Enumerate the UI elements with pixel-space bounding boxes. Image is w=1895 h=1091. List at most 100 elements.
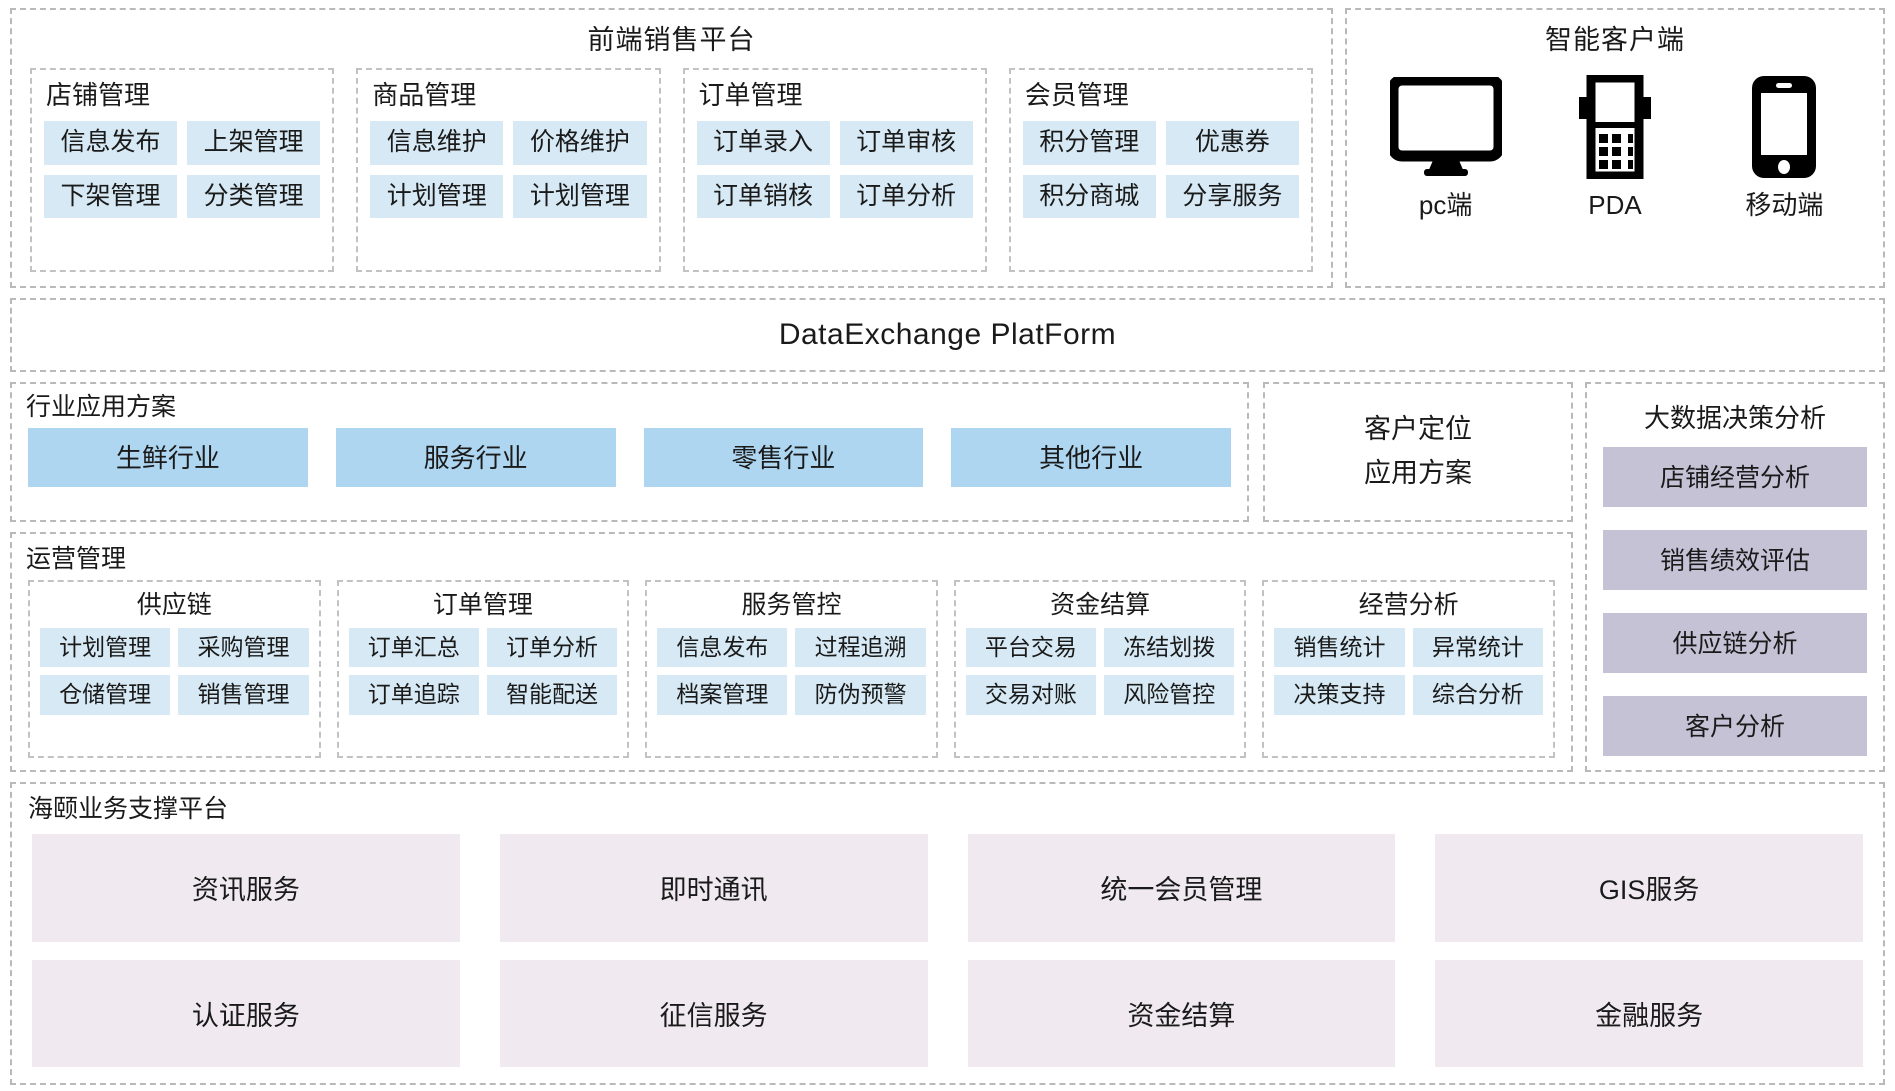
ops-group-supply-chain: 供应链 计划管理 采购管理 仓储管理 销售管理 (28, 580, 321, 758)
frontend-group-list: 店铺管理 信息发布 上架管理 下架管理 分类管理 商品管理 信息维护 价格维护 … (26, 67, 1317, 274)
group-items: 计划管理 采购管理 仓储管理 销售管理 (40, 628, 309, 715)
item-chip[interactable]: 信息发布 (44, 120, 178, 165)
item-chip[interactable]: 销售统计 (1274, 628, 1405, 668)
device-label: 移动端 (1745, 189, 1824, 220)
item-chip[interactable]: 订单录入 (696, 120, 830, 165)
customer-positioning-line-2: 应用方案 (1364, 458, 1472, 488)
item-chip[interactable]: 档案管理 (657, 675, 788, 715)
device-mobile[interactable]: 移动端 (1700, 72, 1869, 218)
group-title: 商品管理 (372, 79, 477, 110)
industry-chip[interactable]: 生鲜行业 (28, 428, 308, 487)
item-chip[interactable]: 积分管理 (1022, 120, 1156, 165)
operations-management-panel: 运营管理 供应链 计划管理 采购管理 仓储管理 销售管理 订单管理 (10, 532, 1573, 772)
item-chip[interactable]: 防伪预警 (795, 675, 926, 715)
group-items: 信息维护 价格维护 计划管理 计划管理 (370, 120, 647, 219)
customer-positioning-line-1: 客户定位 (1364, 414, 1472, 445)
big-data-chip[interactable]: 销售绩效评估 (1603, 530, 1867, 590)
device-pc[interactable]: pc端 (1361, 72, 1530, 218)
ops-group-business-analysis: 经营分析 销售统计 异常统计 决策支持 综合分析 (1262, 580, 1555, 758)
support-chip[interactable]: 征信服务 (499, 959, 928, 1067)
smart-client-panel: 智能客户端 pc端 (1345, 8, 1885, 288)
group-title: 供应链 (136, 591, 212, 619)
big-data-chip[interactable]: 店铺经营分析 (1603, 447, 1867, 507)
industry-chip[interactable]: 零售行业 (643, 428, 924, 487)
item-chip[interactable]: 仓储管理 (40, 675, 171, 715)
item-chip[interactable]: 优惠券 (1165, 120, 1299, 165)
group-items: 订单录入 订单审核 订单销核 订单分析 (696, 120, 973, 219)
item-chip[interactable]: 异常统计 (1412, 628, 1543, 668)
industry-solutions-panel: 行业应用方案 生鲜行业 服务行业 零售行业 其他行业 (10, 382, 1249, 522)
group-items: 信息发布 上架管理 下架管理 分类管理 (44, 120, 321, 219)
middle-left-column: 行业应用方案 生鲜行业 服务行业 零售行业 其他行业 客户定位 应用方案 运营管… (10, 382, 1573, 772)
item-chip[interactable]: 计划管理 (513, 174, 647, 219)
industry-and-positioning-row: 行业应用方案 生鲜行业 服务行业 零售行业 其他行业 客户定位 应用方案 (10, 382, 1573, 522)
support-platform-title: 海颐业务支撑平台 (28, 795, 229, 823)
support-chip[interactable]: 即时通讯 (499, 834, 928, 942)
big-data-chip[interactable]: 客户分析 (1603, 696, 1867, 756)
operations-group-list: 供应链 计划管理 采购管理 仓储管理 销售管理 订单管理 订单汇总 订单分析 (24, 580, 1559, 760)
big-data-list: 店铺经营分析 销售绩效评估 供应链分析 客户分析 (1603, 447, 1867, 756)
ops-group-service-control: 服务管控 信息发布 过程追溯 档案管理 防伪预警 (645, 580, 938, 758)
item-chip[interactable]: 采购管理 (178, 628, 309, 668)
item-chip[interactable]: 分类管理 (187, 174, 321, 219)
item-chip[interactable]: 订单汇总 (348, 628, 479, 668)
group-title: 经营分析 (1358, 591, 1459, 619)
item-chip[interactable]: 销售管理 (178, 675, 309, 715)
item-chip[interactable]: 决策支持 (1274, 675, 1405, 715)
item-chip[interactable]: 订单分析 (839, 174, 973, 219)
item-chip[interactable]: 智能配送 (486, 675, 618, 715)
device-label: PDA (1588, 189, 1642, 220)
item-chip[interactable]: 订单分析 (486, 628, 618, 668)
item-chip[interactable]: 订单销核 (696, 174, 830, 219)
item-chip[interactable]: 分享服务 (1165, 174, 1299, 219)
group-title: 服务管控 (741, 591, 842, 619)
group-member-management: 会员管理 积分管理 优惠券 积分商城 分享服务 (1008, 67, 1313, 272)
item-chip[interactable]: 订单追踪 (348, 675, 479, 715)
device-label: pc端 (1418, 189, 1473, 220)
pda-icon (1571, 72, 1659, 182)
item-chip[interactable]: 冻结划拨 (1104, 628, 1235, 668)
item-chip[interactable]: 平台交易 (965, 628, 1097, 668)
support-chip[interactable]: 金融服务 (1435, 959, 1863, 1067)
item-chip[interactable]: 积分商城 (1022, 174, 1156, 219)
group-product-management: 商品管理 信息维护 价格维护 计划管理 计划管理 (356, 67, 661, 272)
big-data-title: 大数据决策分析 (1643, 403, 1826, 433)
operations-management-title: 运营管理 (26, 545, 127, 573)
frontend-platform-title: 前端销售平台 (587, 25, 756, 55)
group-order-management: 订单管理 订单录入 订单审核 订单销核 订单分析 (682, 67, 987, 272)
item-chip[interactable]: 信息维护 (370, 120, 504, 165)
ops-group-fund-settlement: 资金结算 平台交易 冻结划拨 交易对账 风险管控 (953, 580, 1247, 758)
item-chip[interactable]: 风险管控 (1104, 675, 1235, 715)
item-chip[interactable]: 价格维护 (513, 120, 647, 165)
item-chip[interactable]: 过程追溯 (795, 628, 926, 668)
item-chip[interactable]: 上架管理 (187, 120, 321, 165)
group-title: 订单管理 (698, 79, 803, 110)
support-chip[interactable]: 资金结算 (967, 959, 1396, 1067)
industry-chip[interactable]: 服务行业 (335, 428, 616, 487)
item-chip[interactable]: 综合分析 (1412, 675, 1543, 715)
customer-positioning-panel: 客户定位 应用方案 (1263, 382, 1573, 522)
top-row: 前端销售平台 店铺管理 信息发布 上架管理 下架管理 分类管理 商品管理 信息维… (10, 8, 1885, 288)
group-items: 信息发布 过程追溯 档案管理 防伪预警 (657, 628, 926, 715)
data-exchange-platform-title: DataExchange PlatForm (778, 318, 1117, 351)
item-chip[interactable]: 计划管理 (370, 174, 504, 219)
support-chip[interactable]: 资讯服务 (32, 834, 460, 942)
support-chip[interactable]: 认证服务 (32, 959, 460, 1067)
group-items: 订单汇总 订单分析 订单追踪 智能配送 (348, 628, 618, 715)
big-data-decision-analysis-panel: 大数据决策分析 店铺经营分析 销售绩效评估 供应链分析 客户分析 (1585, 382, 1885, 772)
middle-row: 行业应用方案 生鲜行业 服务行业 零售行业 其他行业 客户定位 应用方案 运营管… (10, 382, 1885, 772)
item-chip[interactable]: 订单审核 (839, 120, 973, 165)
frontend-sales-platform-panel: 前端销售平台 店铺管理 信息发布 上架管理 下架管理 分类管理 商品管理 信息维… (10, 8, 1333, 288)
big-data-chip[interactable]: 供应链分析 (1603, 613, 1867, 673)
support-chip[interactable]: GIS服务 (1435, 834, 1863, 942)
industry-list: 生鲜行业 服务行业 零售行业 其他行业 (24, 428, 1235, 487)
group-items: 平台交易 冻结划拨 交易对账 风险管控 (965, 628, 1235, 715)
device-pda[interactable]: PDA (1530, 72, 1699, 218)
item-chip[interactable]: 交易对账 (965, 675, 1097, 715)
item-chip[interactable]: 计划管理 (40, 628, 171, 668)
industry-chip[interactable]: 其他行业 (951, 428, 1231, 487)
support-chip[interactable]: 统一会员管理 (967, 834, 1396, 942)
item-chip[interactable]: 下架管理 (44, 174, 178, 219)
item-chip[interactable]: 信息发布 (657, 628, 788, 668)
